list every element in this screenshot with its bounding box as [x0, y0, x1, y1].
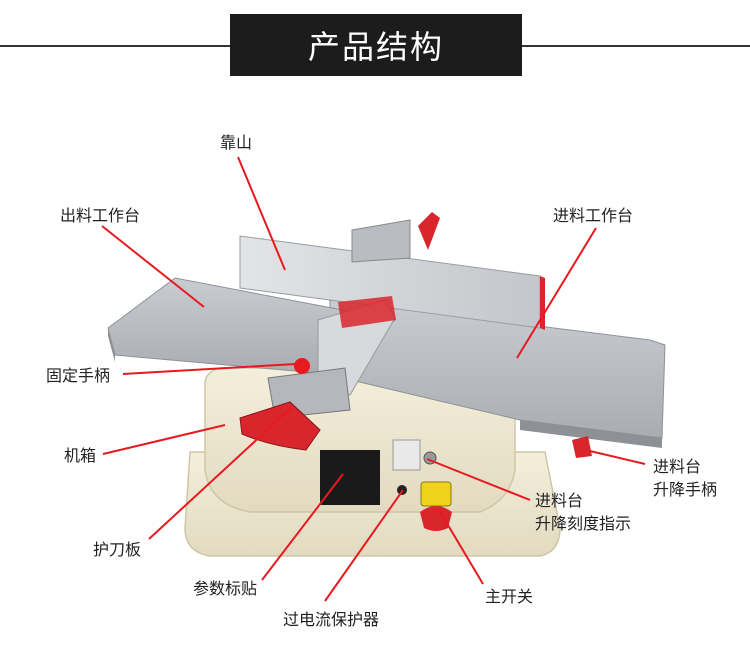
switch-paddle [420, 506, 452, 531]
infeed-table-shape [329, 299, 666, 448]
label-housing: 机箱 [64, 446, 97, 465]
leader-lines [101, 156, 646, 602]
label-main-switch: 主开关 [485, 587, 534, 606]
switch-body [420, 481, 452, 507]
blade-guard-shape [239, 401, 321, 451]
label-infeed-lift-handle: 进料台 升降手柄 [653, 455, 717, 501]
label-lift-scale: 进料台 升降刻度指示 [535, 489, 631, 535]
fixing-knob [294, 358, 310, 374]
label-lift-scale-line2: 升降刻度指示 [535, 514, 632, 533]
label-fixing-handle: 固定手柄 [46, 366, 111, 385]
page-title: 产品结构 [230, 14, 522, 76]
label-spec-sticker: 参数标贴 [193, 579, 258, 598]
label-infeed-lift-handle-line2: 升降手柄 [653, 480, 718, 499]
fence-shape [239, 212, 545, 330]
label-fence: 靠山 [220, 133, 253, 152]
header-rule-right [522, 45, 750, 47]
label-outfeed-table: 出料工作台 [60, 206, 141, 225]
label-blade-guard: 护刀板 [93, 540, 142, 559]
lift-handle-shape [572, 436, 592, 458]
label-infeed-lift-handle-line1: 进料台 [653, 457, 702, 476]
label-infeed-table: 进料工作台 [553, 206, 634, 225]
label-overload-protector: 过电流保护器 [283, 610, 380, 629]
label-lift-scale-line1: 进料台 [535, 491, 584, 510]
header-rule-left [0, 45, 230, 47]
